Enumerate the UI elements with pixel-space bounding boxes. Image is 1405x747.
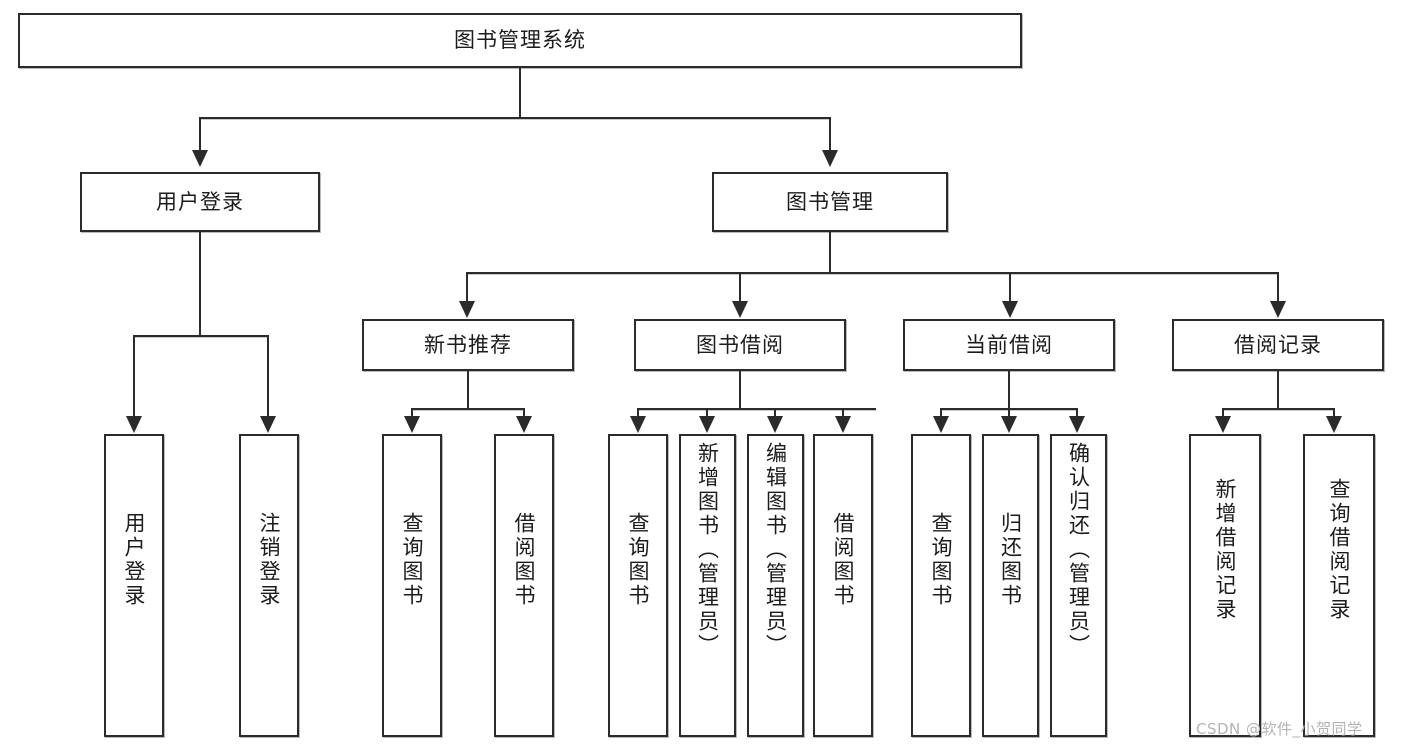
connector-currentborrow-drop-2 <box>1008 408 1010 417</box>
arrow-bookborrow-leaf-2 <box>699 416 715 433</box>
node-current-borrow[interactable]: 当前借阅 <box>903 319 1115 371</box>
arrow-bookmgmt-child-3 <box>1002 301 1018 318</box>
leaf-edit-book-admin[interactable]: 编辑图书（管理员） <box>747 434 804 737</box>
node-label: 新增借阅记录 <box>1213 478 1238 622</box>
leaf-add-book-admin[interactable]: 新增图书（管理员） <box>679 434 736 737</box>
arrow-bookborrow-leaf-1 <box>630 416 646 433</box>
connector-bookborrow-drop-4 <box>842 408 844 417</box>
arrow-currentborrow-leaf-1 <box>933 416 949 433</box>
leaf-borrow-book-recommend[interactable]: 借阅图书 <box>494 434 554 737</box>
connector-currentborrow-drop-3 <box>1076 408 1078 417</box>
leaf-return-book[interactable]: 归还图书 <box>982 434 1039 737</box>
connector-currentborrow-stem <box>1008 371 1010 409</box>
node-user-login[interactable]: 用户登录 <box>80 172 320 232</box>
node-label: 图书管理系统 <box>454 28 586 53</box>
leaf-query-borrow-record[interactable]: 查询借阅记录 <box>1303 434 1375 737</box>
node-label: 借阅图书 <box>512 512 537 608</box>
node-label: 图书借阅 <box>696 332 784 357</box>
node-new-book-recommend[interactable]: 新书推荐 <box>362 319 574 371</box>
node-root-system[interactable]: 图书管理系统 <box>18 13 1022 68</box>
connector-bookmgmt-drop-3 <box>1009 272 1011 302</box>
arrow-newbook-leaf-1 <box>404 416 420 433</box>
arrow-borrowrecord-leaf-1 <box>1215 416 1231 433</box>
connector-bookmgmt-drop-2 <box>739 272 741 302</box>
connector-borrowrecord-drop-1 <box>1222 408 1224 417</box>
node-label: 查询图书 <box>929 512 954 608</box>
arrow-root-to-bookmgmt <box>822 150 838 167</box>
arrow-borrowrecord-leaf-2 <box>1326 416 1342 433</box>
node-book-borrow[interactable]: 图书借阅 <box>634 319 846 371</box>
leaf-query-book-current[interactable]: 查询图书 <box>911 434 971 737</box>
node-label: 新书推荐 <box>424 332 512 357</box>
leaf-add-borrow-record[interactable]: 新增借阅记录 <box>1189 434 1261 737</box>
connector-bookmgmt-drop-4 <box>1277 272 1279 302</box>
node-label: 借阅记录 <box>1234 332 1322 357</box>
connector-borrowrecord-drop-2 <box>1333 408 1335 417</box>
connector-newbook-drop-2 <box>523 408 525 417</box>
connector-newbook-stem <box>467 371 469 409</box>
connector-bookmgmt-drop-1 <box>466 272 468 302</box>
leaf-query-book-borrow[interactable]: 查询图书 <box>608 434 668 737</box>
arrow-currentborrow-leaf-3 <box>1069 416 1085 433</box>
node-label: 查询借阅记录 <box>1327 478 1352 622</box>
connector-bookborrow-bus <box>637 408 876 410</box>
node-label: 当前借阅 <box>965 332 1053 357</box>
node-label: 编辑图书（管理员） <box>763 442 788 658</box>
connector-root-bus <box>199 117 831 119</box>
connector-borrowrecord-stem <box>1277 371 1279 409</box>
node-label: 用户登录 <box>156 189 244 214</box>
connector-newbook-bus <box>411 408 524 410</box>
connector-bookborrow-drop-1 <box>637 408 639 417</box>
connector-userlogin-drop-2 <box>267 335 269 417</box>
leaf-confirm-return-admin[interactable]: 确认归还（管理员） <box>1050 434 1107 737</box>
connector-root-stem <box>519 68 521 118</box>
node-label: 注销登录 <box>257 512 282 608</box>
arrow-newbook-leaf-2 <box>516 416 532 433</box>
connector-userlogin-drop-1 <box>133 335 135 417</box>
node-label: 归还图书 <box>998 512 1023 608</box>
arrow-userlogin-leaf-1 <box>126 416 142 433</box>
node-label: 确认归还（管理员） <box>1066 442 1091 658</box>
arrow-bookmgmt-child-4 <box>1270 301 1286 318</box>
arrow-bookmgmt-child-1 <box>459 301 475 318</box>
arrow-bookborrow-leaf-4 <box>835 416 851 433</box>
node-label: 新增图书（管理员） <box>695 442 720 658</box>
arrow-root-to-userlogin <box>192 150 208 167</box>
connector-root-to-bookmgmt <box>829 117 831 151</box>
node-book-management[interactable]: 图书管理 <box>712 172 948 232</box>
node-label: 借阅图书 <box>831 512 856 608</box>
leaf-query-book-recommend[interactable]: 查询图书 <box>382 434 442 737</box>
connector-newbook-drop-1 <box>411 408 413 417</box>
connector-currentborrow-drop-1 <box>940 408 942 417</box>
node-label: 查询图书 <box>626 512 651 608</box>
connector-bookmgmt-stem <box>829 232 831 273</box>
connector-bookborrow-stem <box>739 371 741 409</box>
node-label: 查询图书 <box>400 512 425 608</box>
connector-userlogin-stem <box>199 232 201 336</box>
connector-bookborrow-drop-2 <box>706 408 708 417</box>
connector-userlogin-bus <box>133 335 267 337</box>
arrow-bookmgmt-child-2 <box>732 301 748 318</box>
node-borrow-record[interactable]: 借阅记录 <box>1172 319 1384 371</box>
csdn-watermark: CSDN @软件_小贺同学 <box>1196 720 1363 738</box>
connector-root-to-userlogin <box>199 117 201 151</box>
leaf-user-logout[interactable]: 注销登录 <box>239 434 299 737</box>
arrow-userlogin-leaf-2 <box>260 416 276 433</box>
connector-bookmgmt-bus <box>466 272 1279 274</box>
leaf-user-login[interactable]: 用户登录 <box>104 434 164 737</box>
node-label: 用户登录 <box>122 512 147 608</box>
arrow-currentborrow-leaf-2 <box>1001 416 1017 433</box>
connector-bookborrow-drop-3 <box>774 408 776 417</box>
node-label: 图书管理 <box>786 189 874 214</box>
connector-borrowrecord-bus <box>1222 408 1334 410</box>
leaf-borrow-book[interactable]: 借阅图书 <box>813 434 873 737</box>
arrow-bookborrow-leaf-3 <box>767 416 783 433</box>
